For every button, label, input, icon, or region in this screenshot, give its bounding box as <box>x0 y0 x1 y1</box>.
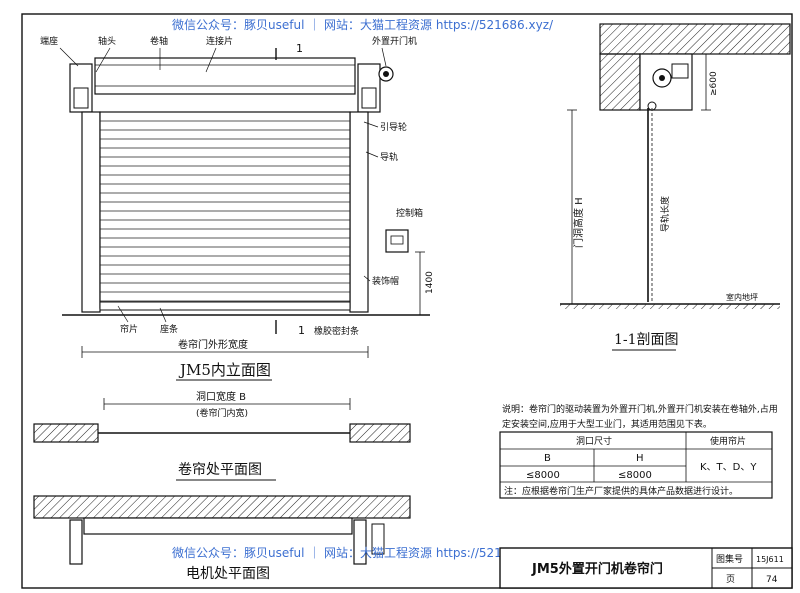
atlas-label: 图集号 <box>716 553 743 565</box>
sheet-border <box>21 13 793 589</box>
table-footnote: 注：应根据卷帘门生产厂家提供的具体产品数据进行设计。 <box>504 485 738 497</box>
plan-wall-right <box>349 423 411 443</box>
motor-plan-title: 电机处平面图 <box>186 566 270 582</box>
lintel-hatch <box>599 23 791 55</box>
curtain-plan-view: 洞口宽度 B (卷帘门内宽) 卷帘处平面图 <box>33 390 411 481</box>
reel-housing <box>94 57 356 95</box>
motor-plan-beam <box>33 495 411 519</box>
page-label: 页 <box>726 574 735 585</box>
table-val-h: ≤8000 <box>618 470 652 481</box>
width-dim-label: 卷帘门外形宽度 <box>178 338 248 351</box>
inner-width-label: (卷帘门内宽) <box>196 407 248 419</box>
table-header-slat: 使用帘片 <box>710 435 746 447</box>
watermark-bottom: 微信公众号：豚贝useful ｜ 网站：大猫工程资源 https://52168… <box>172 545 554 560</box>
opening-width-dim: 洞口宽度 B <box>196 390 246 403</box>
note-line-2: 定安装空间,应用于大型工业门，其适用范围见下表。 <box>502 418 712 430</box>
watermark-top: 微信公众号：豚贝useful ｜ 网站：大猫工程资源 https://52168… <box>172 17 554 32</box>
table-col-h: H <box>636 453 644 464</box>
motor-plan-view: 电机处平面图 <box>33 495 411 582</box>
table-col-b: B <box>544 453 551 464</box>
label-shaft-head: 轴头 <box>98 35 116 47</box>
title-block: JM5外置开门机卷帘门 图集号 15J611 页 74 <box>499 547 793 589</box>
guide-rail-left <box>81 111 101 313</box>
table-val-slat: K、T、D、Y <box>700 462 757 473</box>
plan-wall-left <box>33 423 99 443</box>
section-marker-top: 1 <box>296 42 303 55</box>
motor-plan-reel <box>83 517 353 535</box>
curtain-plan-title: 卷帘处平面图 <box>178 462 262 478</box>
label-connector: 连接片 <box>206 35 233 47</box>
spec-table <box>499 431 773 499</box>
label-reel: 卷轴 <box>150 35 168 47</box>
label-trim-cap: 装饰帽 <box>372 275 399 287</box>
curtain-panel <box>99 111 351 309</box>
guide-rail-right <box>349 111 369 313</box>
label-slat: 帘片 <box>120 323 138 335</box>
label-guide-wheel: 引导轮 <box>380 121 407 133</box>
opening-height-dim: 门洞高度 H <box>572 197 585 248</box>
label-control-box: 控制箱 <box>396 207 423 219</box>
indoor-floor-label: 室内地坪 <box>726 292 758 302</box>
table-val-b: ≤8000 <box>526 470 560 481</box>
bottom-bar <box>99 301 351 311</box>
elevation-title: JM5内立面图 <box>178 361 271 379</box>
drawing-title: JM5外置开门机卷帘门 <box>531 561 663 577</box>
section-view: ≥600 门洞高度 H 导轨长度 室内地坪 1-1剖面图 <box>560 23 791 351</box>
label-bottom-bar: 座条 <box>160 323 178 335</box>
label-end-seat: 端座 <box>40 35 58 47</box>
rail-length-dim: 导轨长度 <box>659 196 671 232</box>
label-external-motor: 外置开门机 <box>372 35 417 47</box>
elevation-view: 1 1 端座 轴头 卷轴 连接片 外置开门机 引导轮 导轨 控制箱 装饰帽 14… <box>40 35 435 381</box>
control-box <box>385 229 409 253</box>
label-guide-rail: 导轨 <box>380 151 398 163</box>
height-dim-1400: 1400 <box>425 271 435 294</box>
dim-600: ≥600 <box>709 71 719 96</box>
notes-block: 说明：卷帘门的驱动装置为外置开门机,外置开门机安装在卷轴外,占用 定安装空间,应… <box>499 403 778 499</box>
section-title: 1-1剖面图 <box>614 332 679 348</box>
page-number: 74 <box>766 575 778 585</box>
lintel-column <box>599 53 641 111</box>
section-marker-bottom: 1 <box>298 324 305 337</box>
curtain-slats <box>100 120 350 302</box>
note-line-1: 说明：卷帘门的驱动装置为外置开门机,外置开门机安装在卷轴外,占用 <box>502 403 778 415</box>
atlas-number: 15J611 <box>756 555 784 564</box>
label-rubber-seal: 橡胶密封条 <box>314 325 359 337</box>
table-header-size: 洞口尺寸 <box>576 435 612 447</box>
